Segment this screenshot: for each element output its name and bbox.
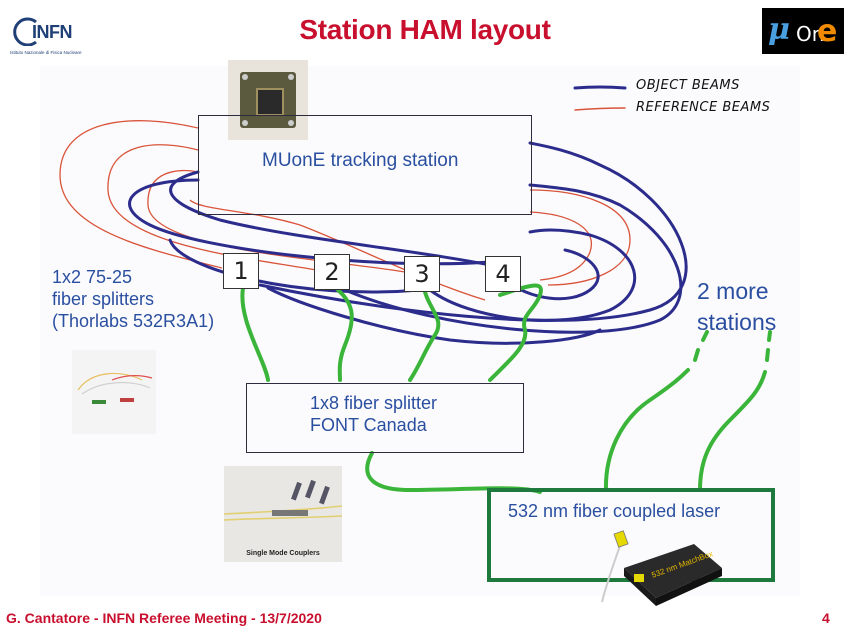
infn-logo-arc-icon (13, 17, 37, 46)
legend-object-line (573, 85, 627, 90)
reference-beam-5 (529, 189, 631, 286)
splitter-box-2: 2 (314, 254, 350, 290)
splitters-label-line-2: fiber splitters (52, 289, 155, 309)
reference-beam-1 (59, 120, 223, 269)
coupler-fibers-icon (224, 479, 342, 521)
green-fiber-1 (240, 286, 270, 382)
page-title: Station HAM layout (299, 14, 551, 45)
splitter-box-3: 3 (404, 256, 440, 292)
reference-beam-6 (529, 211, 592, 281)
muone-logo-e: e (817, 14, 838, 49)
footer-citation: G. Cantatore - INFN Referee Meeting - 13… (6, 610, 322, 626)
green-fiber-2 (336, 288, 354, 382)
object-beam-3 (428, 228, 637, 322)
tracking-station-label: MUonE tracking station (262, 150, 459, 171)
legend-reference-label: REFERENCE BEAMS (636, 100, 771, 115)
green-fiber-station-a-dash (693, 330, 709, 362)
laser-label: 532 nm fiber coupled laser (508, 501, 721, 521)
fiber-splitter-box (246, 383, 524, 453)
more-stations-line-1: 2 more (697, 278, 769, 304)
infn-logo: INFN Istituto Nazionale di Fisica Nuclea… (10, 14, 90, 58)
splitter-product-photo (72, 350, 156, 434)
green-fiber-station-b (698, 370, 767, 492)
object-beam-6 (128, 178, 492, 266)
laser-product-photo: 532 nm MatchBox (594, 528, 730, 612)
splitters-label-line-3: (Thorlabs 532R3A1) (52, 311, 215, 331)
object-beam-2 (343, 183, 683, 334)
green-fiber-station-a (603, 368, 690, 492)
infn-logo-subtext: Istituto Nazionale di Fisica Nucleare (10, 50, 82, 55)
sensor-board-photo (228, 60, 308, 140)
legend-object-label: OBJECT BEAMS (636, 78, 740, 93)
splitter-fiber-icon (77, 372, 153, 404)
couplers-caption: Single Mode Couplers (246, 550, 320, 557)
green-fiber-to-laser (365, 451, 542, 494)
legend-reference-line (574, 107, 626, 111)
muone-logo-on: On (796, 22, 825, 46)
object-beam-1 (258, 141, 688, 322)
laser-device-icon (601, 530, 722, 606)
infn-logo-text: INFN (32, 22, 73, 42)
splitter-box-4: 4 (485, 256, 521, 292)
splitters-label: 1x2 75-25 fiber splitters (Thorlabs 532R… (52, 266, 214, 332)
splitters-label-line-1: 1x2 75-25 (52, 267, 133, 287)
fiber-splitter-label-line-2: FONT Canada (310, 415, 427, 435)
couplers-photo: Single Mode Couplers (224, 466, 342, 562)
fiber-splitter-label: 1x8 fiber splitter FONT Canada (310, 392, 437, 436)
page-number: 4 (822, 610, 830, 626)
green-fiber-3 (408, 290, 441, 382)
fiber-splitter-label-line-1: 1x8 fiber splitter (310, 393, 438, 413)
more-stations-line-2: stations (697, 309, 777, 335)
slide-canvas (40, 66, 800, 596)
object-beam-4 (503, 248, 600, 301)
object-beam-5 (169, 170, 507, 270)
more-stations-label: 2 more stations (697, 276, 776, 338)
tracking-station-box (198, 115, 532, 215)
green-fiber-4 (488, 283, 543, 382)
object-beams (128, 141, 688, 345)
muone-logo: μ On e (762, 8, 844, 54)
object-beam-8 (266, 286, 602, 345)
splitter-box-1: 1 (223, 253, 259, 289)
muone-logo-mu: μ (768, 12, 790, 47)
green-fiber-station-b-dash (765, 330, 772, 362)
